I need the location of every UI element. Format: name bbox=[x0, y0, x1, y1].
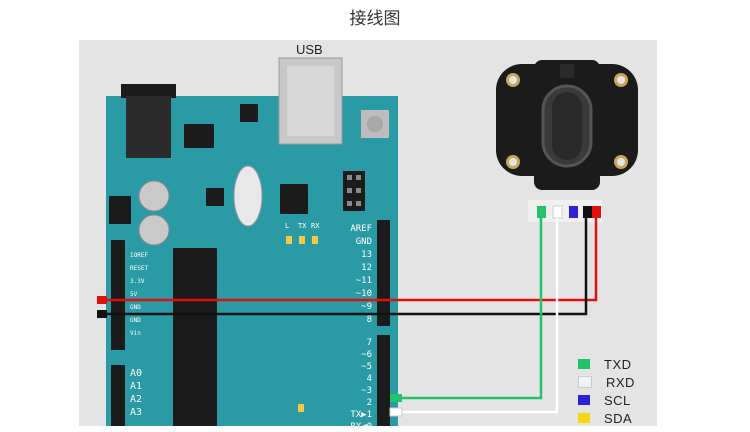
power-header bbox=[111, 240, 125, 350]
usb-label: USB bbox=[296, 42, 323, 57]
digital-pin-label: 7 bbox=[366, 338, 372, 348]
power-pin-label: 3.3V bbox=[130, 278, 145, 285]
power-pin-label: 5V bbox=[130, 291, 138, 298]
led-l bbox=[286, 236, 292, 244]
digital-pin-label: ~11 bbox=[355, 276, 372, 286]
digital-pin-label: RX◀0 bbox=[350, 422, 372, 432]
digital-pin-label: 4 bbox=[366, 374, 372, 384]
digital-pin-label: 13 bbox=[361, 250, 372, 260]
digital-pin-label: ~10 bbox=[355, 289, 372, 299]
analog-pin-label: A0 bbox=[130, 368, 143, 379]
legend-swatch-scl bbox=[578, 395, 590, 405]
led-label: L bbox=[285, 222, 290, 230]
power-jack-icon bbox=[121, 84, 176, 98]
power-pin-label: IOREF bbox=[130, 252, 149, 259]
wire-green-plug bbox=[390, 394, 402, 402]
digital-pin-label: TX▶1 bbox=[350, 410, 372, 420]
usb-chip-icon bbox=[280, 184, 308, 214]
wire-black bbox=[100, 218, 588, 316]
wire-white bbox=[394, 218, 559, 414]
wire-white-plug bbox=[389, 407, 403, 417]
analog-pin-label: A1 bbox=[130, 381, 143, 392]
sensor-module-icon bbox=[496, 60, 638, 222]
power-pin-label: GND bbox=[130, 304, 141, 311]
legend-label: RXD bbox=[606, 374, 635, 390]
power-pin-label: Vin bbox=[130, 330, 141, 337]
wire-red bbox=[100, 218, 598, 302]
digital-pin-label: ~9 bbox=[361, 302, 372, 312]
legend-swatch-rxd bbox=[578, 376, 592, 388]
led-tx bbox=[299, 236, 305, 244]
digital-pin-label: ~3 bbox=[361, 386, 372, 396]
legend: TXD RXD SCL SDA bbox=[578, 355, 635, 427]
wire-red-plug bbox=[97, 296, 107, 304]
analog-pin-label: A3 bbox=[130, 407, 143, 418]
legend-item: TXD bbox=[578, 355, 635, 373]
arduino-board bbox=[106, 57, 398, 426]
wires bbox=[100, 218, 598, 414]
legend-item: SCL bbox=[578, 391, 635, 409]
analog-pin-label: A2 bbox=[130, 394, 143, 405]
crystal-icon bbox=[233, 165, 263, 227]
legend-swatch-txd bbox=[578, 359, 590, 369]
digital-header-upper bbox=[377, 220, 390, 326]
microcontroller-chip bbox=[173, 248, 217, 426]
digital-header-lower bbox=[377, 335, 390, 426]
regulator-icon bbox=[184, 124, 214, 148]
icsp-header bbox=[343, 171, 365, 211]
legend-item: RXD bbox=[578, 373, 635, 391]
led-rx bbox=[312, 236, 318, 244]
digital-pin-label: ~6 bbox=[361, 350, 372, 360]
power-jack-body bbox=[126, 96, 171, 158]
page-title: 接线图 bbox=[349, 9, 401, 29]
power-pin-label: RESET bbox=[130, 265, 149, 272]
analog-header bbox=[111, 365, 125, 426]
legend-swatch-sda bbox=[578, 413, 590, 423]
capacitor-icon bbox=[138, 180, 170, 212]
wire-green bbox=[394, 218, 543, 400]
digital-pin-label: AREF bbox=[350, 224, 372, 234]
led-label: RX bbox=[311, 222, 320, 230]
capacitor-icon bbox=[138, 214, 170, 246]
digital-pin-label: GND bbox=[355, 237, 372, 247]
digital-pin-label: 2 bbox=[366, 398, 372, 408]
led-label: TX bbox=[298, 222, 307, 230]
digital-pin-label: 12 bbox=[361, 263, 372, 273]
legend-label: TXD bbox=[604, 356, 632, 372]
legend-label: SDA bbox=[604, 410, 633, 426]
power-pin-label: GND bbox=[130, 317, 141, 324]
wire-black-plug bbox=[97, 310, 107, 318]
legend-item: SDA bbox=[578, 409, 635, 427]
digital-pin-label: 8 bbox=[366, 315, 372, 325]
legend-label: SCL bbox=[604, 392, 631, 408]
digital-pin-label: ~5 bbox=[361, 362, 372, 372]
